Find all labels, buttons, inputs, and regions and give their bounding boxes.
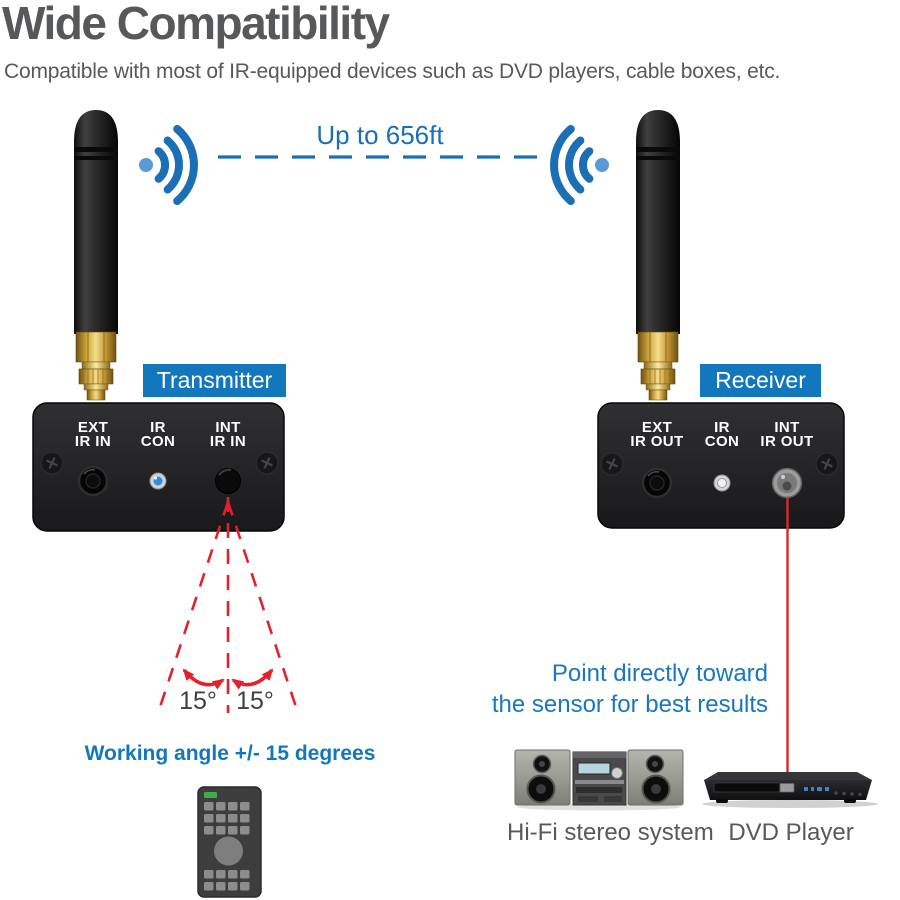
port-label-line: IR [150, 419, 166, 436]
ir-con-led-receiver [713, 474, 731, 492]
hifi-caption: Hi-Fi stereo system [507, 819, 714, 846]
port-label-line: EXT [77, 419, 109, 436]
wifi-signal-right-icon [550, 125, 609, 205]
ext-ir-in-jack [77, 465, 109, 497]
screw-icon [254, 450, 280, 476]
remote-power-led [204, 792, 217, 798]
working-angle-caption: Working angle +/- 15 degrees [84, 742, 376, 765]
angle-value-right: 15° [236, 687, 274, 715]
page-subtitle: Compatible with most of IR-equipped devi… [4, 60, 781, 83]
port-label-line: INT [215, 419, 241, 436]
port-label-line: EXT [641, 419, 673, 436]
port-label-line: CON [704, 433, 740, 450]
port-label-line: CON [140, 433, 176, 450]
transmitter-label: Transmitter [143, 364, 286, 397]
hifi-stereo-illustration [514, 749, 684, 811]
remote-buttons [204, 802, 250, 891]
page-title: Wide Compatibility [2, 0, 390, 49]
port-label-ext-ir-out: EXT IR OUT [622, 419, 692, 450]
dvd-player-illustration [702, 772, 878, 808]
port-label-int-ir-in: INT IR IN [193, 419, 263, 450]
receiver-antenna [635, 109, 681, 401]
receiver-device [597, 402, 845, 529]
screw-icon [599, 451, 625, 477]
pointing-note-line2: the sensor for best results [491, 691, 768, 718]
dvd-caption: DVD Player [728, 819, 854, 846]
port-label-line: INT [774, 419, 800, 436]
screw-icon [814, 451, 840, 477]
port-label-line: IR IN [74, 433, 112, 450]
port-label-line: IR OUT [760, 433, 814, 450]
port-label-line: IR [714, 419, 730, 436]
int-ir-out-emitter [771, 467, 803, 499]
transmitter-device [32, 402, 285, 532]
screw-icon [39, 450, 65, 476]
ir-con-led-transmitter [149, 472, 167, 490]
working-angle-cone [156, 497, 300, 714]
port-label-int-ir-out: INT IR OUT [752, 419, 822, 450]
ext-ir-out-jack [641, 467, 673, 499]
port-label-ir-con-tx: IR CON [123, 419, 193, 450]
port-label-ir-con-rx: IR CON [687, 419, 757, 450]
remote-control [197, 786, 262, 898]
pointing-note-line1: Point directly toward [551, 660, 768, 687]
pointing-note: Point directly toward the sensor for bes… [480, 658, 768, 720]
port-label-line: IR OUT [630, 433, 684, 450]
wifi-signal-left-icon [139, 125, 198, 205]
dvd-display [804, 787, 829, 791]
receiver-label: Receiver [700, 364, 821, 397]
transmitter-antenna [73, 109, 119, 401]
int-ir-in-sensor [215, 468, 241, 494]
range-distance-label: Up to 656ft [316, 120, 444, 150]
port-label-ext-ir-in: EXT IR IN [58, 419, 128, 450]
port-label-line: IR IN [209, 433, 247, 450]
dvd-ir-window [779, 783, 795, 793]
remote-nav-circle [214, 836, 243, 866]
angle-value-left: 15° [179, 687, 217, 715]
